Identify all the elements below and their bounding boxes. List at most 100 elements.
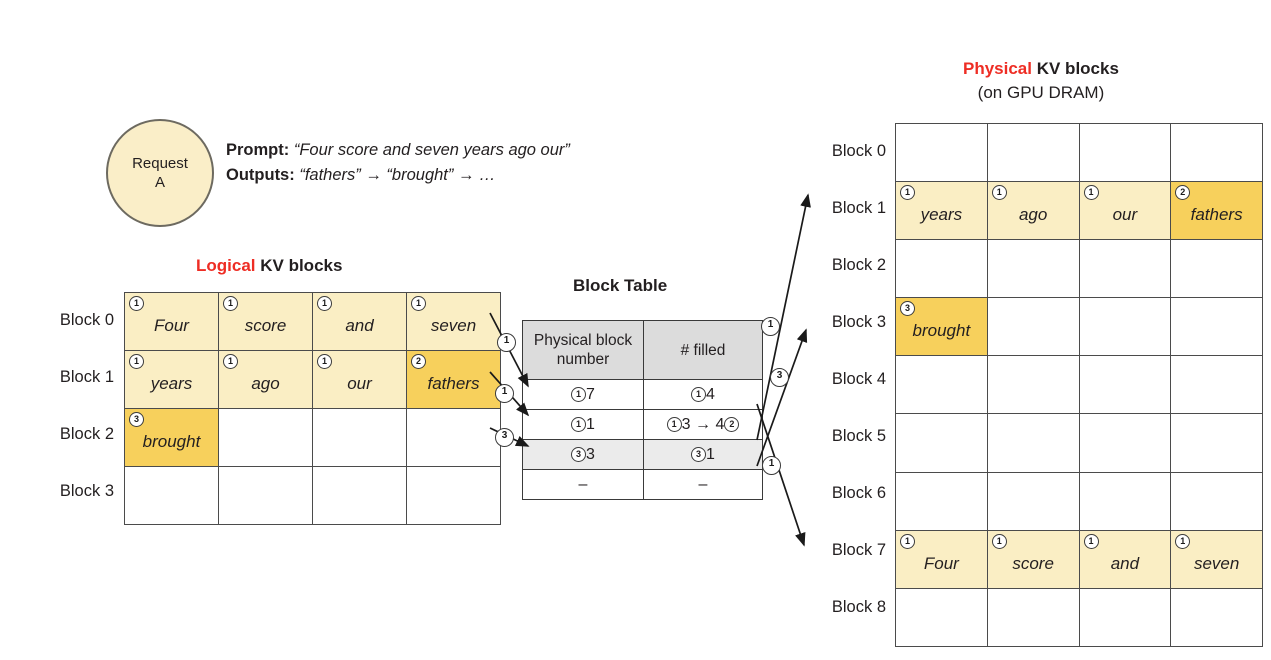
kv-row-label: Block 5	[831, 427, 886, 446]
block-table-filled-value: 1	[706, 445, 715, 463]
block-table-header-row: Physical block number # filled	[522, 320, 763, 380]
kv-cell-word: ago	[251, 374, 280, 393]
block-table-phys-value: 7	[586, 385, 595, 403]
kv-row-label: Block 2	[59, 424, 114, 443]
logical-title-rest: KV blocks	[255, 256, 343, 275]
kv-cell	[895, 471, 988, 531]
block-table-badge: 1	[691, 386, 707, 402]
kv-cell	[1170, 239, 1263, 299]
block-table-badge: 1	[571, 416, 587, 432]
kv-cell-badge: 3	[129, 412, 144, 427]
kv-cell-word: score	[244, 316, 287, 335]
kv-cell	[986, 122, 1080, 183]
kv-cell-badge: 1	[317, 296, 332, 311]
kv-cell	[1170, 122, 1263, 183]
kv-cell	[895, 122, 988, 183]
kv-cell-word: score	[1012, 553, 1054, 573]
prompt-line: Prompt: “Four score and seven years ago …	[226, 138, 656, 163]
kv-cell	[218, 408, 313, 467]
outputs-text: “fathers” → “brought” → …	[299, 166, 496, 184]
kv-row-label: Block 0	[831, 141, 886, 160]
kv-cell-word: years	[920, 205, 963, 225]
kv-cell-word: and	[1110, 553, 1140, 573]
block-table-badge: 3	[571, 446, 587, 462]
prompt-text: “Four score and seven years ago our”	[293, 141, 570, 159]
block-table-phys-value: 1	[586, 415, 595, 433]
kv-cell-badge: 1	[223, 354, 238, 369]
kv-cell	[1170, 471, 1263, 531]
block-table-badge: 2	[724, 416, 740, 432]
kv-cell-word: seven	[1193, 553, 1240, 573]
arrow-badge-logical-0: 1	[497, 333, 516, 352]
kv-cell-badge: 1	[223, 296, 238, 311]
kv-cell-badge: 1	[1175, 533, 1191, 549]
kv-cell-badge: 1	[991, 533, 1007, 549]
kv-cell	[312, 408, 407, 467]
outputs-label: Outputs:	[226, 166, 295, 184]
kv-cell-word: our	[1112, 205, 1138, 225]
kv-cell	[1078, 471, 1172, 531]
arrow-badge-physical-7: 1	[762, 456, 781, 475]
arrow-badge-physical-3: 3	[770, 368, 789, 387]
kv-row-label: Block 1	[59, 367, 114, 386]
arrow-badge-physical-1: 1	[761, 317, 780, 336]
kv-cell	[1078, 355, 1172, 415]
kv-cell-badge: 1	[900, 533, 915, 549]
kv-cell-badge: 1	[900, 185, 915, 201]
kv-cell: 1 and	[1078, 529, 1172, 589]
kv-cell-word: fathers	[1190, 205, 1243, 225]
kv-row	[895, 471, 1263, 531]
prompt-label: Prompt:	[226, 141, 290, 159]
kv-row	[895, 413, 1263, 473]
block-table-phys-value: 3	[586, 445, 595, 463]
kv-row-label: Block 3	[59, 481, 114, 500]
kv-cell	[1170, 413, 1263, 473]
kv-cell-badge: 2	[1175, 185, 1191, 201]
prompt-outputs-block: Prompt: “Four score and seven years ago …	[226, 138, 656, 188]
logical-kv-title: Logical KV blocks	[196, 256, 342, 276]
kv-cell	[986, 239, 1080, 299]
kv-cell-word: years	[150, 374, 193, 393]
block-table-badge: 1	[666, 416, 682, 432]
physical-title-accent: Physical	[963, 59, 1032, 78]
arrow-row-to-physical7	[756, 403, 806, 547]
kv-cell: 1 score	[218, 292, 313, 351]
block-table-filled-value: –	[698, 475, 708, 493]
kv-cell	[406, 466, 501, 525]
kv-cell-badge: 1	[317, 354, 332, 369]
block-table-filled-value: 3 → 4	[681, 415, 725, 433]
kv-cell: 2 fathers	[1170, 181, 1263, 241]
kv-cell	[1170, 355, 1263, 415]
physical-title-main: Physical KV blocks	[963, 57, 1119, 81]
kv-cell	[986, 471, 1080, 531]
arrow-badge-logical-2: 3	[495, 428, 514, 447]
kv-cell-word: seven	[430, 316, 477, 335]
kv-cell	[1078, 239, 1172, 299]
block-table-badge: 1	[571, 386, 587, 402]
logical-title-accent: Logical	[196, 256, 256, 275]
kv-cell-badge: 1	[1083, 533, 1099, 549]
kv-cell	[1170, 587, 1263, 647]
request-label-line2: A	[154, 174, 165, 191]
kv-cell-badge: 1	[991, 185, 1007, 201]
kv-row	[895, 587, 1263, 647]
kv-row-label: Block 1	[831, 198, 886, 217]
outputs-line: Outputs: “fathers” → “brought” → …	[226, 163, 656, 188]
